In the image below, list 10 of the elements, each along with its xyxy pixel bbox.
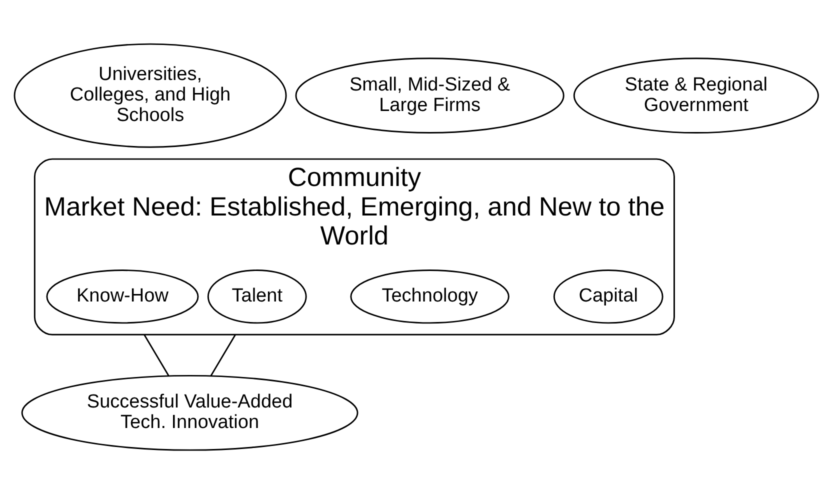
node-ellipse: Know-How bbox=[46, 269, 199, 324]
node-ellipse: Small, Mid-Sized & Large Firms bbox=[295, 57, 564, 133]
node-ellipse: State & Regional Government bbox=[573, 57, 819, 133]
connector bbox=[210, 334, 236, 376]
node-ellipse: Successful Value-Added Tech. Innovation bbox=[21, 374, 358, 450]
connector bbox=[144, 334, 170, 376]
node-ellipse: Talent bbox=[207, 269, 307, 324]
node-ellipse: Capital bbox=[553, 269, 664, 324]
node-ellipse: Universities, Colleges, and High Schools bbox=[14, 42, 287, 148]
node-ellipse: Technology bbox=[350, 269, 510, 324]
